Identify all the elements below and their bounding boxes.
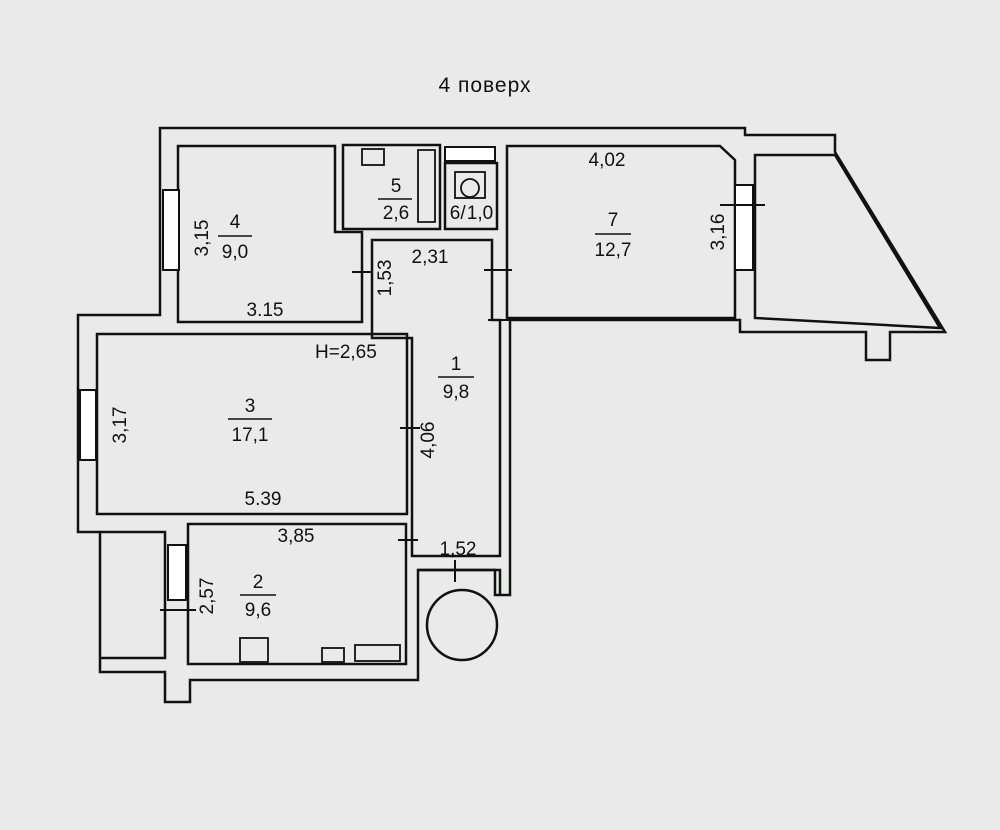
dim-room4-height: 3,15 xyxy=(192,220,213,257)
room-6-area: 1,0 xyxy=(467,203,493,224)
room-5-area: 2,6 xyxy=(383,203,409,224)
dim-hall-width-top: 2,31 xyxy=(412,247,449,268)
room-3-label: 3 17,1 xyxy=(228,396,272,446)
dim-hall-door: 1,53 xyxy=(375,260,396,297)
room-6-number: 6 xyxy=(450,203,461,224)
room-5-label: 5 2,6 xyxy=(378,176,412,224)
room-5-number: 5 xyxy=(391,176,402,197)
room-4-label: 4 9,0 xyxy=(218,212,252,263)
room-7-area: 12,7 xyxy=(595,240,632,261)
room-1-area: 9,8 xyxy=(443,382,469,403)
room-2-number: 2 xyxy=(253,572,264,593)
room-4-area: 9,0 xyxy=(222,242,248,263)
room-3-area: 17,1 xyxy=(232,425,269,446)
ceiling-height: H=2,65 xyxy=(315,342,377,363)
room-6-slash: / xyxy=(460,203,466,224)
dim-room7-width: 4,02 xyxy=(589,150,626,171)
room-2-area: 9,6 xyxy=(245,600,271,621)
room-7-label: 7 12,7 xyxy=(595,210,632,261)
wall-lines xyxy=(95,143,943,666)
room-1-label: 1 9,8 xyxy=(438,354,474,403)
door-marks xyxy=(160,204,765,611)
room-1-number: 1 xyxy=(451,354,462,375)
fixtures xyxy=(239,148,486,663)
dim-hall-bottom: 1,52 xyxy=(440,539,477,560)
room-2-label: 2 9,6 xyxy=(240,572,276,621)
walls xyxy=(76,126,948,704)
room-6-label: 6 / 1,0 xyxy=(450,203,494,224)
dim-room3-height: 3,17 xyxy=(110,407,131,444)
dim-room3-width: 5.39 xyxy=(245,489,282,510)
windows xyxy=(79,146,754,601)
dim-room2-height: 2,57 xyxy=(197,578,218,615)
room-3-number: 3 xyxy=(245,396,256,417)
dim-room4-width: 3.15 xyxy=(247,300,284,321)
dim-room7-height: 3,16 xyxy=(708,214,729,251)
dim-hall-length: 4,06 xyxy=(418,422,439,459)
room-7-number: 7 xyxy=(608,210,619,231)
dim-room2-width: 3,85 xyxy=(278,526,315,547)
floor-title: 4 поверх xyxy=(438,74,531,97)
room-4-number: 4 xyxy=(230,212,241,233)
